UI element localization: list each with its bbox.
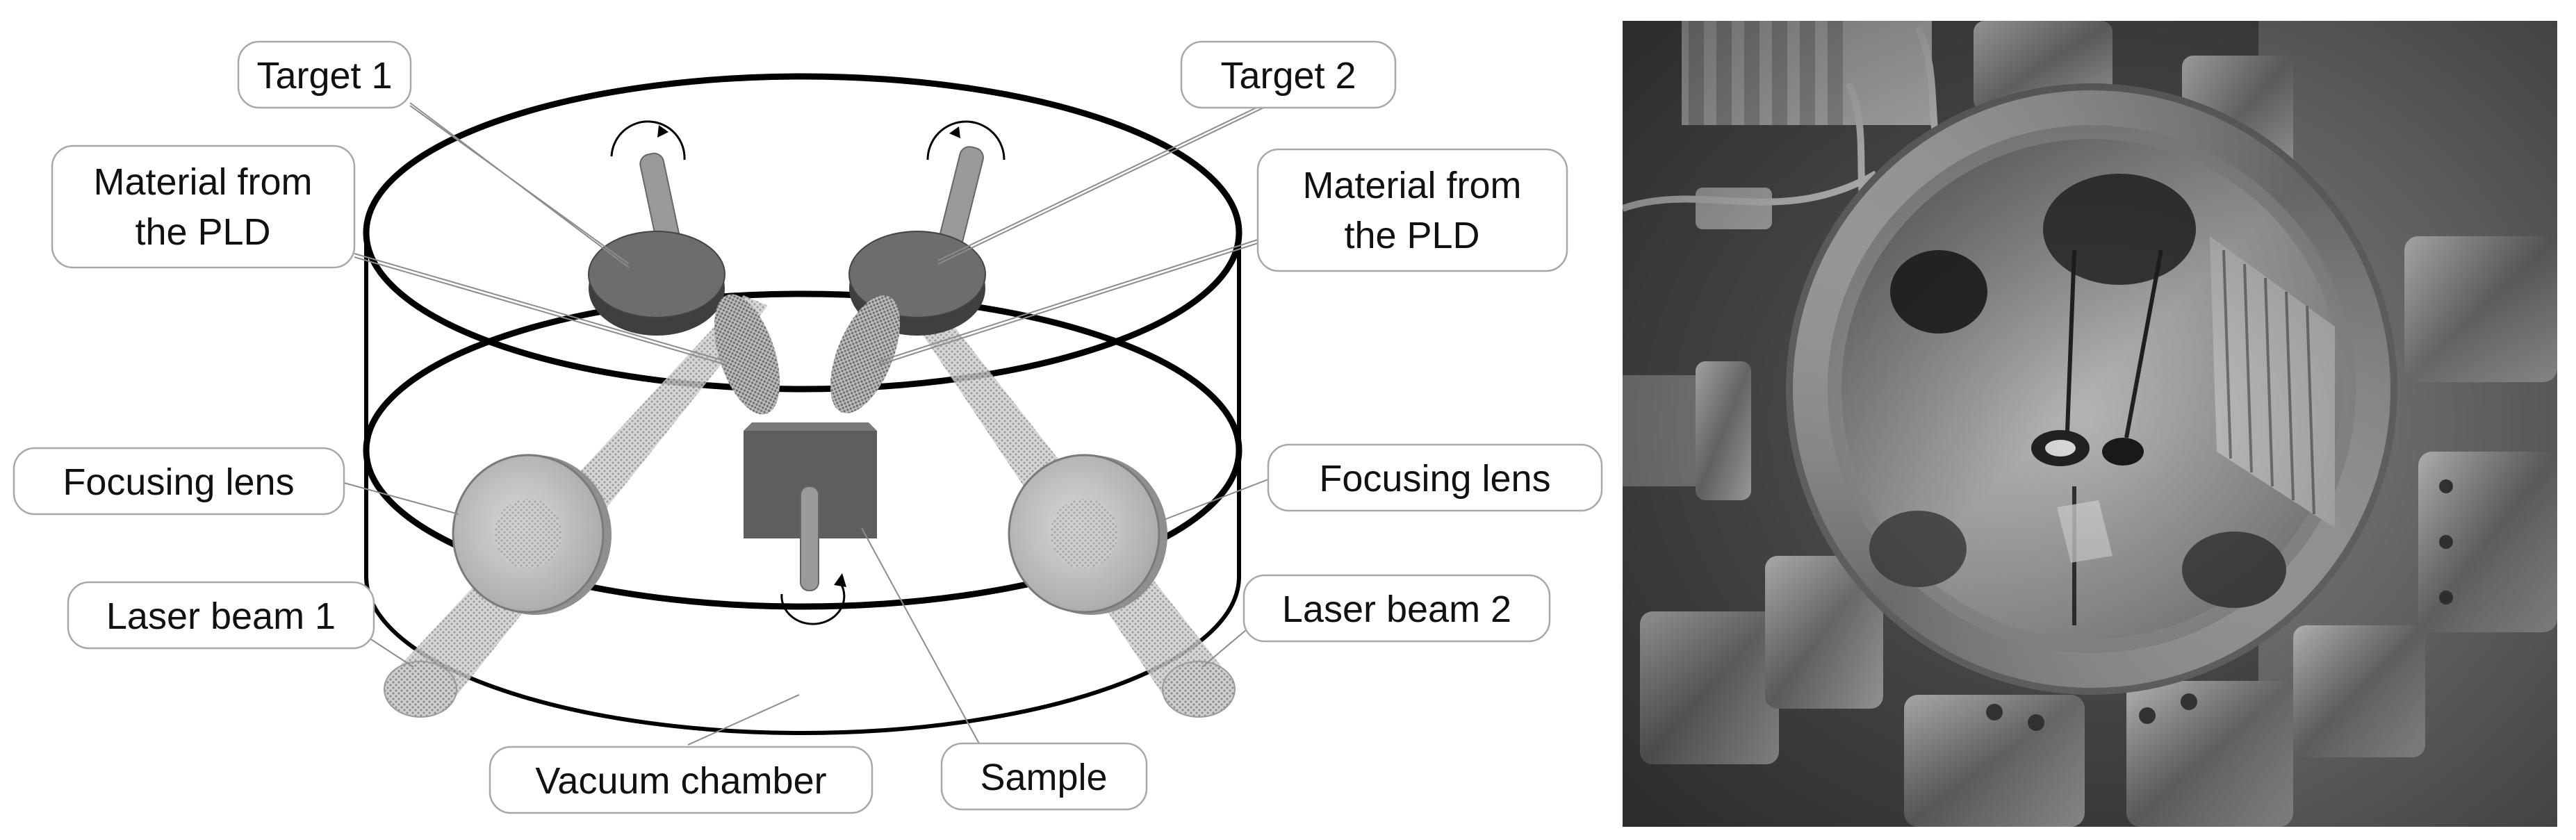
callout-label-vacuum-chamber: Vacuum chamber (535, 760, 826, 802)
callout-focusing-lens-right: Focusing lens (1267, 443, 1603, 512)
target-1 (588, 120, 725, 336)
callout-target-2: Target 2 (1180, 40, 1397, 109)
callout-sample: Sample (940, 742, 1148, 811)
callout-target-1: Target 1 (237, 40, 412, 109)
callout-label-target-2: Target 2 (1220, 55, 1356, 97)
callout-label-laser-beam-1: Laser beam 1 (106, 595, 336, 637)
callout-label-focusing-lens-right: Focusing lens (1319, 458, 1550, 500)
callout-laser-beam-2: Laser beam 2 (1242, 574, 1551, 643)
callout-label-laser-beam-2: Laser beam 2 (1282, 588, 1511, 630)
callout-label-material-right-1: Material from (1302, 165, 1521, 206)
sample-block (744, 422, 877, 625)
focusing-lens-right (1008, 454, 1167, 615)
callout-label-material-left-2: the PLD (135, 211, 270, 253)
callout-material-right: Material from the PLD (1256, 148, 1568, 272)
callout-focusing-lens-left: Focusing lens (13, 447, 345, 516)
callout-material-left: Material from the PLD (51, 145, 356, 269)
plume-left (714, 294, 780, 415)
plume-right (830, 295, 901, 413)
vacuum-chamber-photo (1623, 21, 2557, 827)
callout-label-focusing-lens-left: Focusing lens (63, 461, 294, 503)
callout-label-sample: Sample (980, 757, 1107, 798)
callout-laser-beam-1: Laser beam 1 (67, 581, 375, 650)
leader-lines (333, 98, 1276, 746)
schematic: Target 1 Target 2 Material from the PLD … (13, 40, 1603, 814)
callout-vacuum-chamber: Vacuum chamber (489, 746, 873, 814)
callout-label-material-left-1: Material from (93, 161, 312, 203)
focusing-lens-left (452, 454, 612, 615)
callout-label-material-right-2: the PLD (1344, 215, 1479, 256)
callout-label-target-1: Target 1 (256, 55, 392, 97)
